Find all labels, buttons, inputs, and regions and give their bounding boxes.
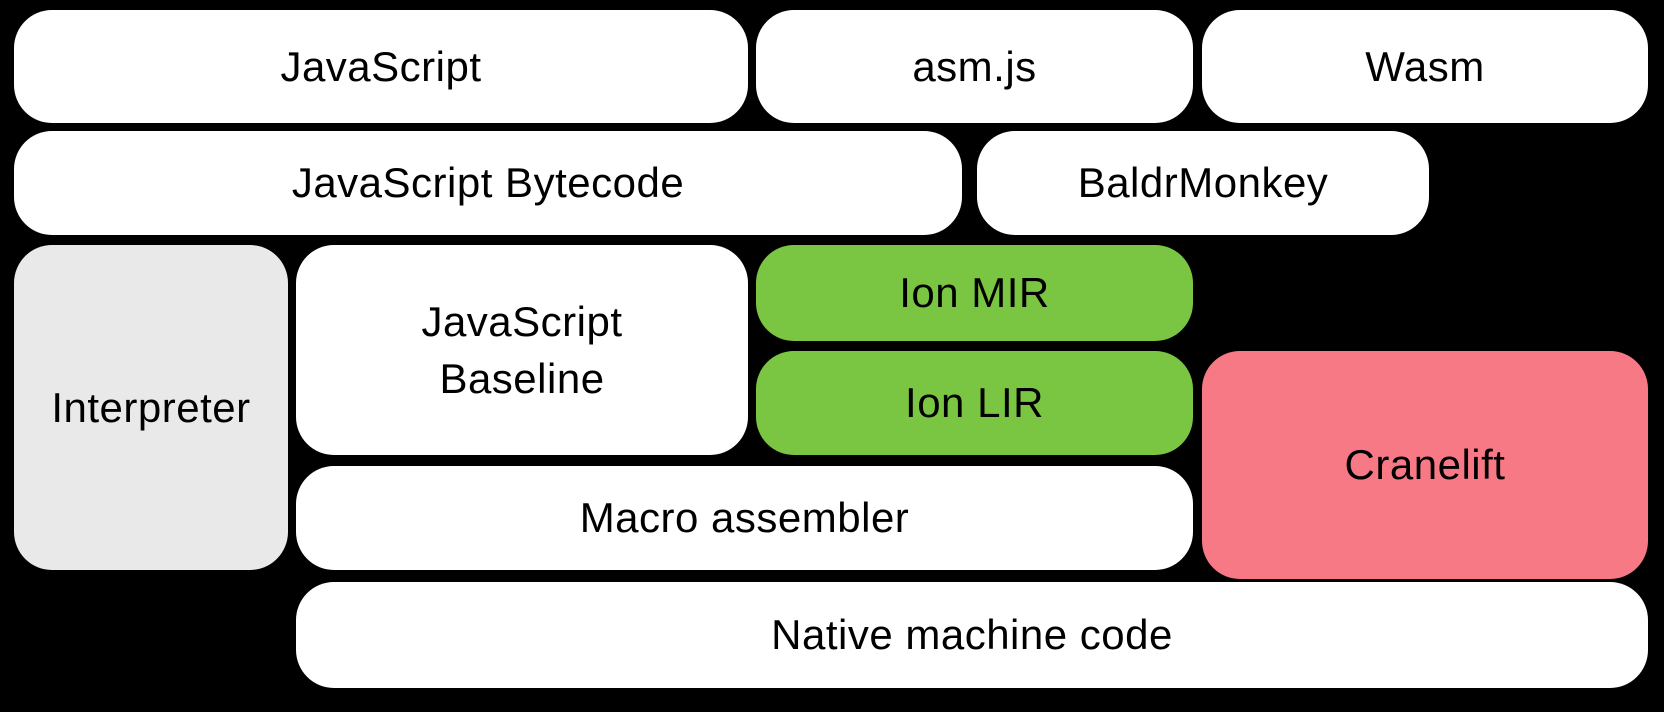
box-ion-lir: Ion LIR — [756, 351, 1193, 455]
box-wasm-label: Wasm — [1365, 42, 1485, 90]
box-asmjs: asm.js — [756, 10, 1193, 123]
box-interpreter-label: Interpreter — [51, 383, 251, 431]
box-javascript-label: JavaScript — [280, 42, 482, 90]
box-javascript-baseline: JavaScript Baseline — [296, 245, 748, 455]
box-macro-assembler: Macro assembler — [296, 466, 1193, 570]
box-javascript: JavaScript — [14, 10, 748, 123]
box-interpreter: Interpreter — [14, 245, 288, 570]
box-ion-mir-label: Ion MIR — [899, 269, 1050, 317]
box-javascript-bytecode-label: JavaScript Bytecode — [291, 159, 685, 207]
box-macro-assembler-label: Macro assembler — [579, 494, 910, 542]
box-wasm: Wasm — [1202, 10, 1648, 123]
box-ion-lir-label: Ion LIR — [905, 379, 1044, 427]
box-ion-mir: Ion MIR — [756, 245, 1193, 341]
box-native-machine-code-label: Native machine code — [771, 611, 1173, 659]
box-native-machine-code: Native machine code — [296, 582, 1648, 688]
box-baldrmonkey: BaldrMonkey — [977, 131, 1429, 235]
box-baldrmonkey-label: BaldrMonkey — [1077, 159, 1329, 207]
box-asmjs-label: asm.js — [912, 42, 1037, 90]
box-cranelift: Cranelift — [1202, 351, 1648, 579]
box-javascript-baseline-label: JavaScript Baseline — [421, 297, 623, 402]
box-javascript-bytecode: JavaScript Bytecode — [14, 131, 962, 235]
box-cranelift-label: Cranelift — [1344, 441, 1506, 489]
